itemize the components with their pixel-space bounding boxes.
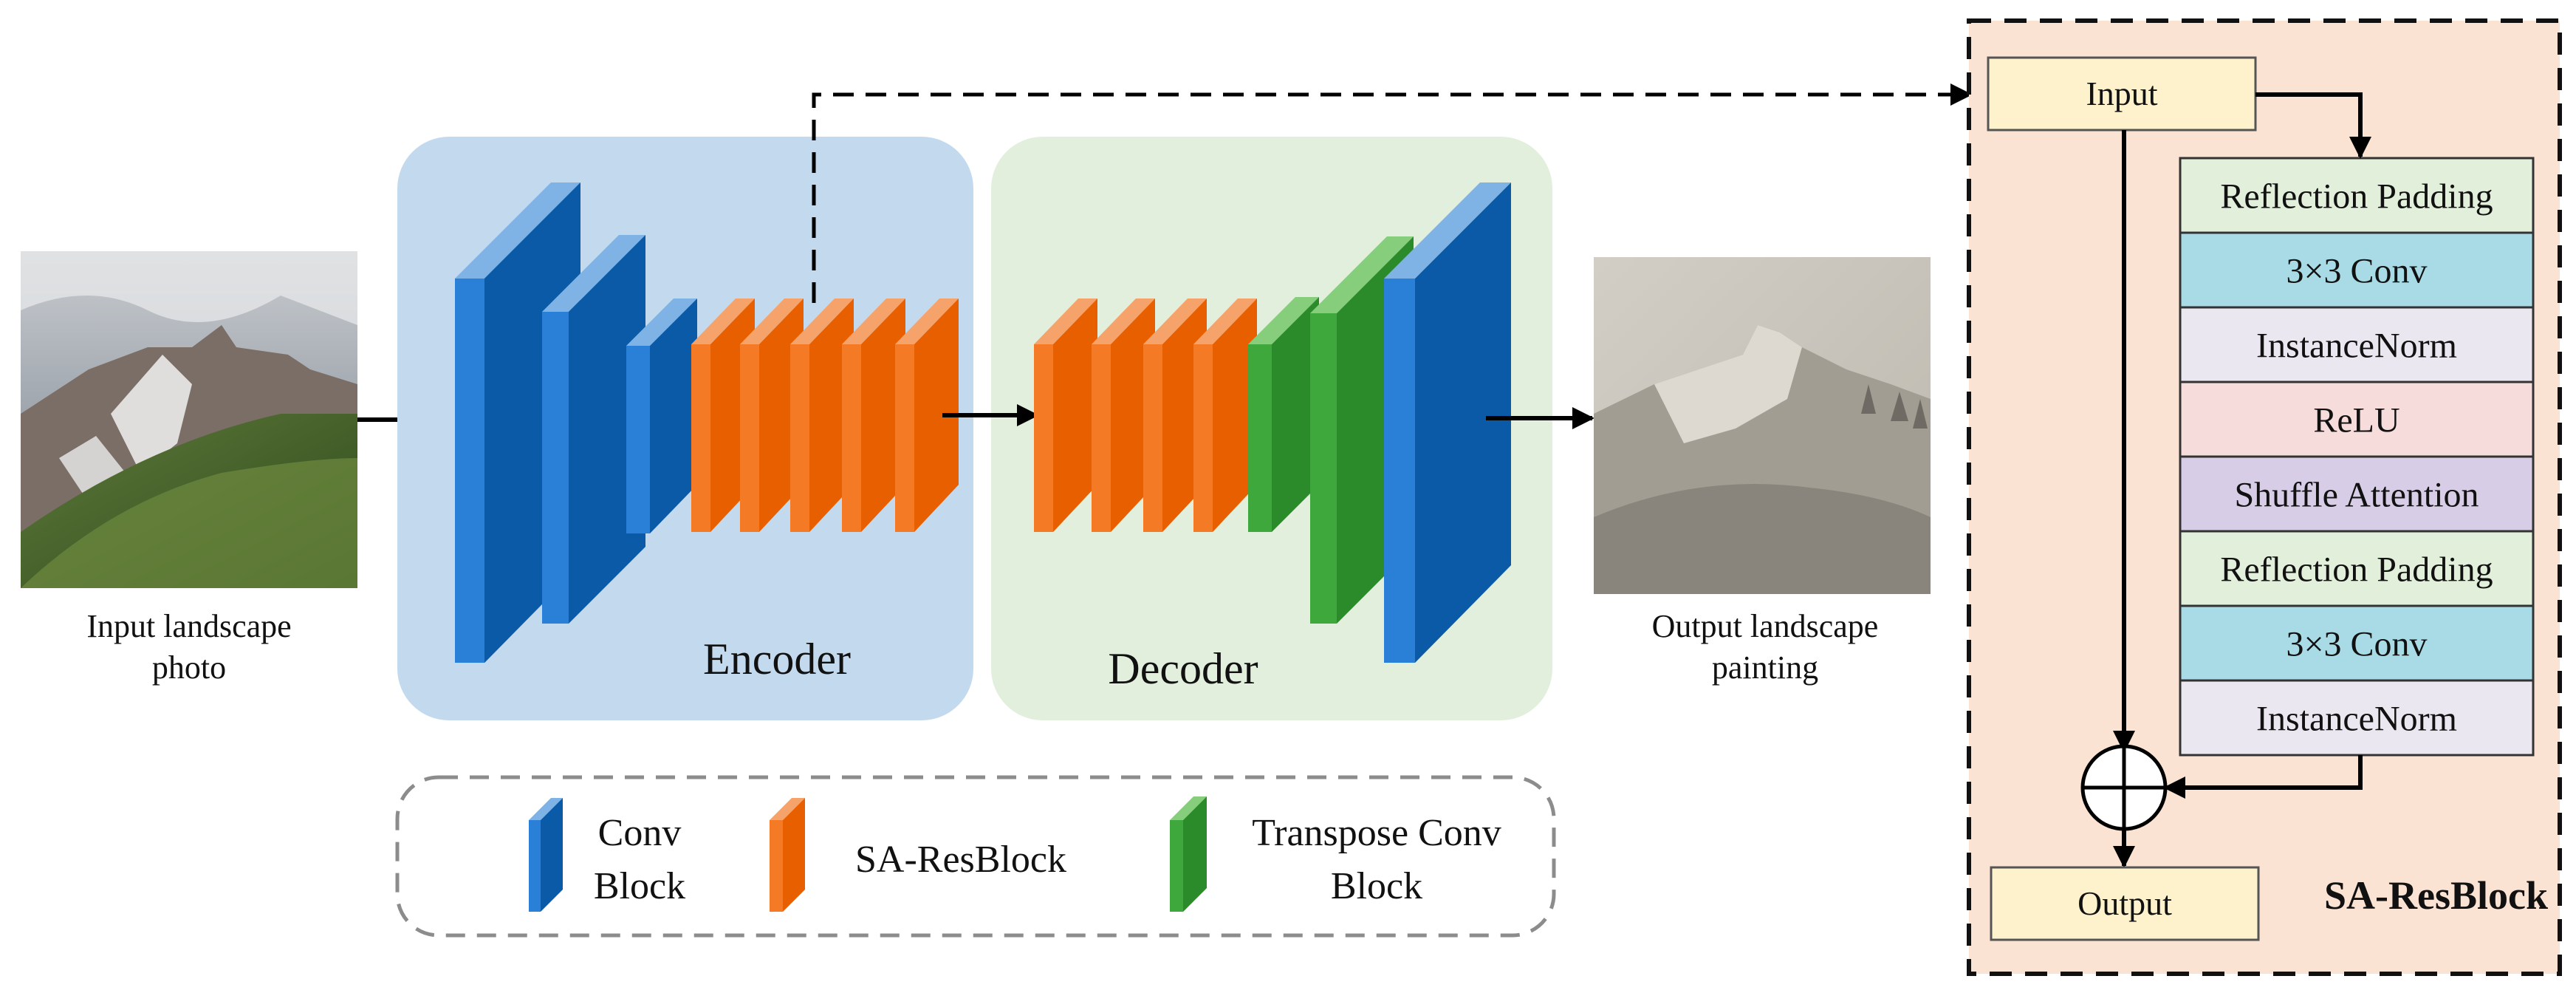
sa-layer-3-label: InstanceNorm <box>2256 327 2457 366</box>
legend-sa-swatch <box>770 798 805 912</box>
legend-transpose-swatch <box>1170 796 1207 912</box>
legend-box <box>395 775 1556 938</box>
legend-transpose-label-line1: Transpose Conv <box>1252 812 1501 854</box>
arrow-layers-to-adder <box>2163 755 2363 799</box>
sa-layer-7-label: 3×3 Conv <box>2286 625 2427 664</box>
decoder-conv-block <box>1384 182 1511 663</box>
sa-layer-2-label: 3×3 Conv <box>2286 252 2427 291</box>
sa-layer-4-box <box>2179 381 2535 458</box>
sa-layer-6-label: Reflection Padding <box>2220 550 2493 590</box>
output-landscape-painting <box>1594 257 1931 594</box>
encoder-label: Encoder <box>703 635 851 683</box>
sa-layer-1-box <box>2179 157 2535 234</box>
legend-conv-label-line2: Block <box>594 865 685 907</box>
sa-input-label: Input <box>2086 75 2157 112</box>
sa-layer-2-box <box>2179 231 2535 309</box>
decoder-sa-resblock-4 <box>1193 298 1257 532</box>
sa-layer-3-box <box>2179 306 2535 383</box>
sa-layer-1-label: Reflection Padding <box>2220 177 2493 216</box>
sa-input-box <box>1987 56 2257 132</box>
arrow-input-to-layers <box>2255 92 2371 159</box>
decoder-label: Decoder <box>1108 644 1258 693</box>
legend-transpose-label-line2: Block <box>1331 865 1422 907</box>
element-wise-add-icon <box>2080 744 2168 831</box>
output-caption-line2: painting <box>1712 649 1818 686</box>
encoder-conv-block-3 <box>626 298 697 533</box>
sa-layer-4-label: ReLU <box>2313 401 2399 440</box>
output-caption-line1: Output landscape <box>1652 608 1879 644</box>
sa-layer-6-box <box>2179 530 2535 607</box>
legend-conv-swatch <box>529 798 563 912</box>
encoder-sa-resblock-5 <box>895 298 959 532</box>
skip-connection-arrow <box>812 83 1973 303</box>
decoder-transpose-conv-block-1 <box>1248 297 1319 532</box>
input-caption-line1: Input landscape <box>86 608 291 644</box>
encoder-sa-resblock-4 <box>842 298 905 532</box>
sa-output-box <box>1990 866 2260 941</box>
sa-layer-8-box <box>2179 679 2535 757</box>
input-caption-line2: photo <box>152 649 226 686</box>
decoder-sa-resblock-1 <box>1034 298 1097 532</box>
sa-resblock-title: SA-ResBlock <box>2324 873 2548 918</box>
legend-sa-label: SA-ResBlock <box>855 839 1066 881</box>
legend-conv-label-line1: Conv <box>598 812 682 854</box>
input-landscape-photo <box>21 251 357 588</box>
sa-layer-5-label: Shuffle Attention <box>2234 476 2479 515</box>
sa-layer-8-label: InstanceNorm <box>2256 700 2457 739</box>
sa-output-label: Output <box>2077 884 2172 922</box>
